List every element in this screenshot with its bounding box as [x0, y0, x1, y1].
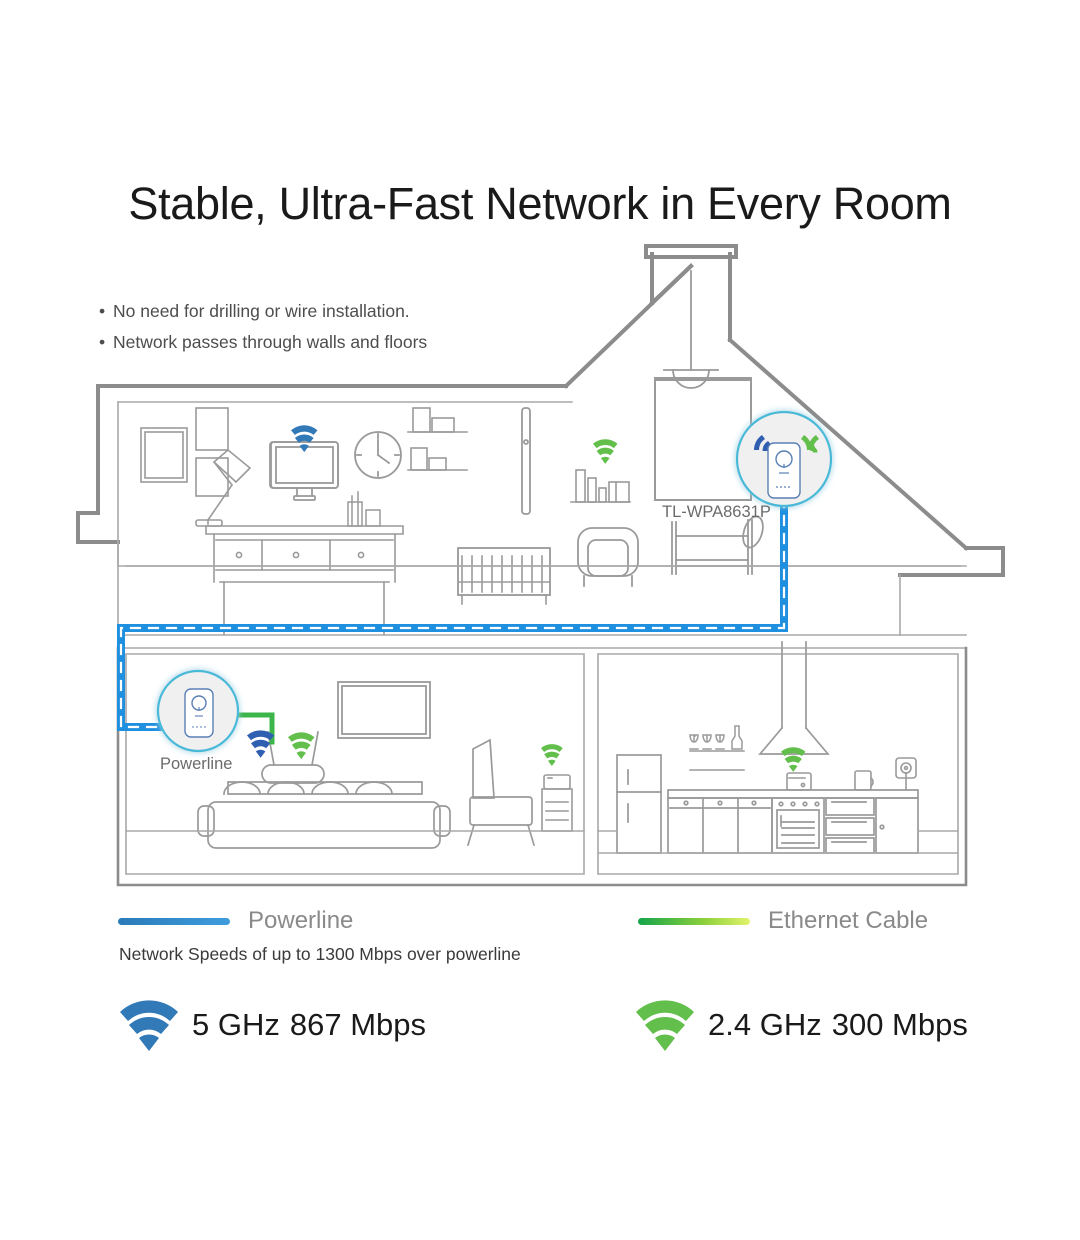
spec-speed-24ghz: 300 Mbps — [831, 1007, 968, 1042]
powerline-line-swatch — [118, 917, 230, 925]
armchair — [577, 527, 639, 587]
wall-shelves — [407, 407, 468, 471]
feature-bullet-text: No need for drilling or wire installatio… — [113, 301, 410, 321]
wifi-icon-attic-blue — [291, 425, 318, 453]
bullet-marker-icon: • — [99, 332, 106, 352]
wifi-icon-router-green — [288, 732, 315, 760]
bed — [671, 515, 764, 575]
legend-label-powerline: Powerline — [248, 907, 354, 934]
attic-adapter-label: TL-WPA8631P — [662, 503, 771, 521]
basement-adapter-label: Powerline — [160, 755, 233, 773]
wall-tv — [337, 681, 431, 739]
pendant-light — [663, 270, 719, 389]
powerline-adapter-device-2 — [184, 688, 214, 738]
spec-text-24ghz: 2.4 GHz 300 Mbps — [708, 1007, 968, 1043]
spec-speed-5ghz: 867 Mbps — [289, 1007, 426, 1042]
oven — [771, 797, 825, 854]
coffee-machine — [786, 772, 812, 791]
sofa — [197, 781, 451, 849]
media-shelf — [570, 469, 631, 503]
wifi-icon-printer-green — [541, 744, 563, 767]
kettle — [854, 770, 874, 791]
kitchen-tall-cabinet — [875, 797, 919, 854]
wifi-icon-5ghz — [120, 1000, 178, 1051]
house-outer-shell — [76, 244, 1005, 577]
floor-slab — [117, 634, 967, 649]
ethernet-cable — [229, 712, 275, 745]
lower-floor-shell — [116, 646, 968, 887]
wifi-icon-attic-green — [593, 439, 618, 464]
lounge-chair — [466, 738, 536, 847]
speed-spec-row: 5 GHz 867 Mbps 2.4 GHz 300 Mbps — [0, 998, 1080, 1068]
wine-glasses-shelf — [689, 725, 745, 771]
crib — [457, 547, 551, 605]
spec-item-5ghz: 5 GHz 867 Mbps — [118, 998, 426, 1052]
legend-item-ethernet: Ethernet Cable — [638, 907, 928, 935]
feature-bullet-item: • Network passes through walls and floors — [99, 327, 427, 358]
callout-powerline-adapter[interactable] — [156, 669, 240, 753]
desk-lamp — [195, 448, 252, 527]
page-title: Stable, Ultra-Fast Network in Every Room — [128, 178, 952, 230]
wifi-icon-green — [801, 435, 819, 453]
wifi-icon-kitchen-green — [781, 747, 806, 772]
legend-item-powerline: Powerline — [118, 907, 353, 935]
wifi-icon-24ghz — [636, 1000, 694, 1051]
callout-attic-adapter[interactable] — [735, 410, 833, 508]
feature-bullet-item: • No need for drilling or wire installati… — [99, 296, 427, 327]
attic-alcove — [654, 377, 752, 501]
desk-accessories — [347, 491, 381, 527]
legend: Powerline Ethernet Cable — [0, 907, 1080, 947]
kitchen-drawers — [825, 797, 875, 854]
legend-note: Network Speeds of up to 1300 Mbps over p… — [119, 944, 521, 964]
wall-picture-frames — [140, 407, 229, 497]
bullet-marker-icon: • — [99, 301, 106, 321]
powerline-cable — [117, 494, 788, 731]
refrigerator — [616, 754, 662, 854]
range-hood — [758, 641, 830, 755]
house-cutaway-illustration — [76, 244, 1005, 887]
legend-label-ethernet: Ethernet Cable — [768, 907, 929, 934]
ethernet-line-swatch — [638, 917, 750, 925]
spec-item-24ghz: 2.4 GHz 300 Mbps — [634, 998, 968, 1052]
lower-floor-rooms — [125, 653, 959, 875]
wifi-icon-router-blue — [247, 730, 275, 758]
spec-band-5ghz: 5 GHz — [192, 1007, 280, 1042]
feature-bullet-text: Network passes through walls and floors — [113, 332, 428, 352]
feature-bullet-list: • No need for drilling or wire installati… — [99, 296, 427, 358]
kitchen-wall-clock — [895, 757, 917, 791]
desk — [205, 525, 404, 635]
tall-door — [521, 407, 531, 515]
spec-text-5ghz: 5 GHz 867 Mbps — [192, 1007, 426, 1043]
wall-clock — [354, 431, 402, 479]
printer — [541, 774, 573, 832]
spec-band-24ghz: 2.4 GHz — [708, 1007, 822, 1042]
powerline-adapter-device — [767, 442, 801, 499]
